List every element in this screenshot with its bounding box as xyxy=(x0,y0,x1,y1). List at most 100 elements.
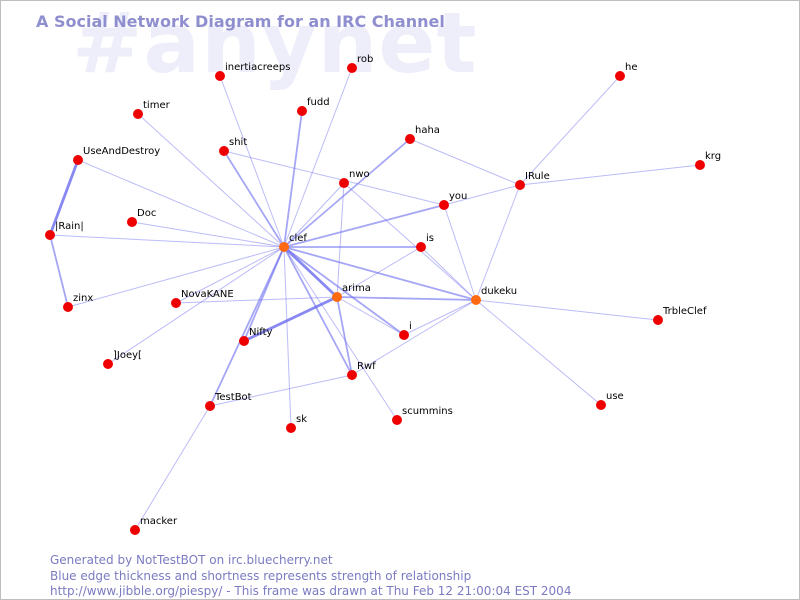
edge-you-IRule xyxy=(443,184,521,206)
node-dot xyxy=(339,178,349,188)
edge-clef-sk xyxy=(283,246,292,429)
edge-IRain-zinx xyxy=(49,234,69,308)
node-Doc: Doc xyxy=(127,208,156,227)
footer-url-timestamp: http://www.jibble.org/piespy/ - This fra… xyxy=(50,584,572,598)
edge-shit-you xyxy=(223,150,445,206)
footer-legend-note: Blue edge thickness and shortness repres… xyxy=(50,569,472,583)
node-dot xyxy=(515,180,525,190)
node-dot xyxy=(127,217,137,227)
edge-you-dukeku xyxy=(443,204,477,301)
node-label: IRule xyxy=(525,171,550,182)
node-label: fudd xyxy=(307,97,330,108)
node-dukeku: dukeku xyxy=(471,286,517,305)
node-is: is xyxy=(416,233,434,252)
edge-clef-UseAndDestroy xyxy=(77,159,285,248)
edge-layer xyxy=(48,67,701,531)
node-label: nwo xyxy=(349,169,370,180)
node-dot xyxy=(103,359,113,369)
footer-generated-by: Generated by NotTestBOT on irc.bluecherr… xyxy=(50,553,333,567)
edge-clef-haha xyxy=(283,138,411,248)
edge-dukeku-i xyxy=(403,299,477,336)
edge-nwo-dukeku xyxy=(343,182,477,301)
edge-clef-TestBot xyxy=(209,246,285,407)
node-label: shit xyxy=(229,137,247,148)
edge-clef-Doc xyxy=(131,221,285,248)
node-dot xyxy=(297,106,307,116)
edge-dukeku-Rwf xyxy=(351,299,477,376)
node-label: TestBot xyxy=(214,392,252,403)
node-Nifty: Nifty xyxy=(239,327,273,346)
edge-clef-inertiacreeps xyxy=(219,75,285,248)
edge-arima-i xyxy=(336,296,405,336)
node-shit: shit xyxy=(219,137,247,156)
node-label: |Rain| xyxy=(55,221,84,232)
edge-is-dukeku xyxy=(420,246,477,301)
node-label: NovaKANE xyxy=(181,289,234,300)
node-IRule: IRule xyxy=(515,171,550,190)
node-dot xyxy=(416,242,426,252)
node-label: arima xyxy=(342,283,371,294)
node-label: you xyxy=(449,191,467,202)
node-dot xyxy=(347,370,357,380)
edge-haha-IRule xyxy=(409,138,521,186)
node-Rwf: Rwf xyxy=(347,361,376,380)
edge-clef-arima xyxy=(283,245,338,299)
node-TrbleClef: TrbleClef xyxy=(653,306,707,325)
node-label: scummins xyxy=(402,406,453,417)
node-label: zinx xyxy=(73,293,93,304)
node-label: is xyxy=(426,233,434,244)
node-label: Rwf xyxy=(357,361,376,372)
node-label: sk xyxy=(296,414,307,425)
edge-clef-timer xyxy=(137,113,285,248)
edge-Rwf-TestBot xyxy=(209,374,353,407)
edge-arima-NovaKANE xyxy=(175,296,338,304)
node-label: clef xyxy=(289,233,307,244)
node-zinx: zinx xyxy=(63,293,93,312)
edge-arima-Nifty xyxy=(243,295,338,343)
edge-IRule-krg xyxy=(519,164,701,186)
edge-IRule-dukeku xyxy=(475,184,521,301)
node-dot xyxy=(439,200,449,210)
node-you: you xyxy=(439,191,467,210)
node-dot xyxy=(471,295,481,305)
node-NovaKANE: NovaKANE xyxy=(171,289,234,308)
node-krg: krg xyxy=(695,151,721,170)
node-dot xyxy=(63,302,73,312)
node-label: Doc xyxy=(137,208,156,219)
node-dot xyxy=(133,109,143,119)
node-dot xyxy=(399,330,409,340)
node-dot xyxy=(219,146,229,156)
node-dot xyxy=(392,415,402,425)
node-macker: macker xyxy=(130,516,178,535)
node-sk: sk xyxy=(286,414,307,433)
node-timer: timer xyxy=(133,100,171,119)
node-label: UseAndDestroy xyxy=(83,146,160,157)
edge-clef-NovaKANE xyxy=(175,246,285,304)
edge-arima-Rwf xyxy=(336,296,353,376)
node-rob: rob xyxy=(347,54,373,73)
edge-dukeku-TrbleClef xyxy=(475,299,659,321)
node-dot xyxy=(695,160,705,170)
node-IRain: |Rain| xyxy=(45,221,84,240)
node-label: dukeku xyxy=(481,286,517,297)
node-dot xyxy=(653,315,663,325)
node-label: use xyxy=(606,391,624,402)
edge-clef-fudd xyxy=(283,110,303,248)
edge-clef-rob xyxy=(283,67,353,248)
node-label: he xyxy=(625,62,638,73)
edge-clef-zinx xyxy=(67,246,285,308)
node-label: macker xyxy=(140,516,178,527)
edge-is-arima xyxy=(336,246,422,298)
node-label: inertiacreeps xyxy=(225,62,290,73)
node-dot xyxy=(130,525,140,535)
node-nwo: nwo xyxy=(339,169,370,188)
edge-clef-scummins xyxy=(283,246,398,421)
channel-watermark: #anynet xyxy=(72,0,478,92)
node-dot xyxy=(239,336,249,346)
edge-clef-IRain xyxy=(49,234,285,248)
edge-clef-shit xyxy=(223,150,285,248)
diagram-title: A Social Network Diagram for an IRC Chan… xyxy=(36,12,445,31)
node-label: Nifty xyxy=(249,327,273,338)
